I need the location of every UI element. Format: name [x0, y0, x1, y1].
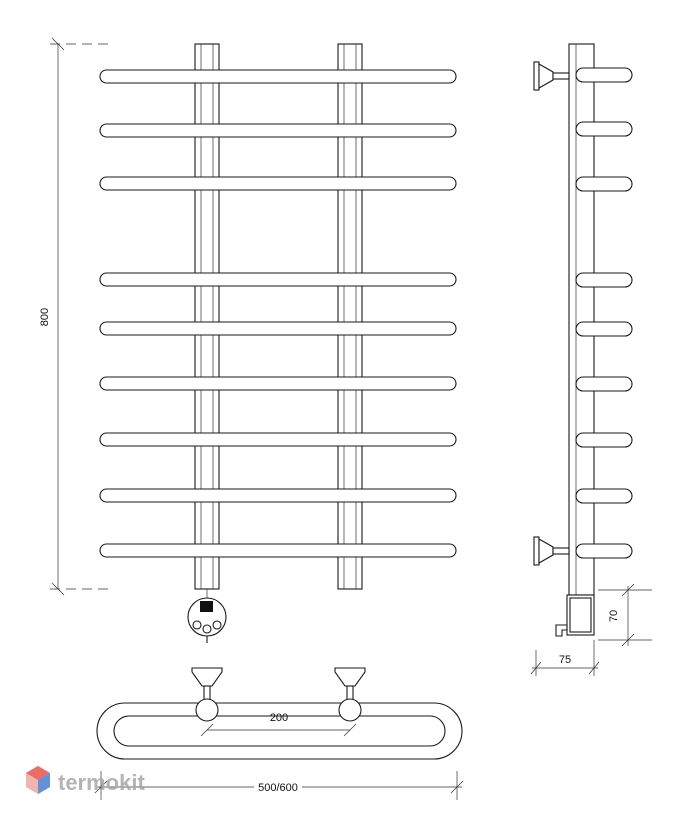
- wall-bracket-top: [533, 61, 570, 91]
- rail-end: [575, 176, 633, 192]
- height-dimension: 800: [39, 37, 110, 596]
- top-view: 200 500/600: [94, 667, 464, 800]
- watermark-text: termokit: [58, 770, 145, 795]
- top-loop-inner: [113, 715, 446, 747]
- heater-height-dimension: 70: [598, 583, 652, 647]
- height-label: 800: [39, 308, 51, 326]
- center-distance-dimension: 200: [200, 712, 357, 737]
- rail-end: [575, 272, 633, 288]
- front-view: 800: [39, 37, 457, 643]
- side-heater: [555, 594, 595, 637]
- side-rails: [575, 67, 633, 559]
- rail-end: [575, 488, 633, 504]
- side-view: 75 70: [530, 43, 652, 676]
- front-rails: [99, 69, 457, 558]
- rail-end: [575, 376, 633, 392]
- rail: [99, 543, 457, 558]
- rail: [99, 176, 457, 191]
- rail-end: [575, 321, 633, 337]
- width-dimension: 500/600: [94, 771, 464, 800]
- heater-control: [187, 589, 227, 643]
- rail: [99, 123, 457, 138]
- wall-bracket-bottom: [533, 536, 570, 566]
- rail: [99, 272, 457, 287]
- rail: [99, 376, 457, 391]
- depth-label: 75: [559, 654, 571, 666]
- center-distance-label: 200: [270, 712, 288, 724]
- top-bracket-right: [334, 667, 366, 722]
- rail: [99, 432, 457, 447]
- rail-end: [575, 432, 633, 448]
- width-label: 500/600: [258, 782, 298, 794]
- rail: [99, 69, 457, 84]
- top-bracket-left: [191, 667, 223, 722]
- rail: [99, 488, 457, 503]
- rail-end: [575, 121, 633, 137]
- termokit-logo-icon: [26, 766, 50, 794]
- rail-end: [575, 543, 633, 559]
- heater-height-label: 70: [608, 610, 620, 622]
- rail-end: [575, 67, 633, 83]
- rail: [99, 321, 457, 336]
- depth-dimension: 75: [530, 640, 600, 676]
- watermark: termokit: [26, 766, 145, 795]
